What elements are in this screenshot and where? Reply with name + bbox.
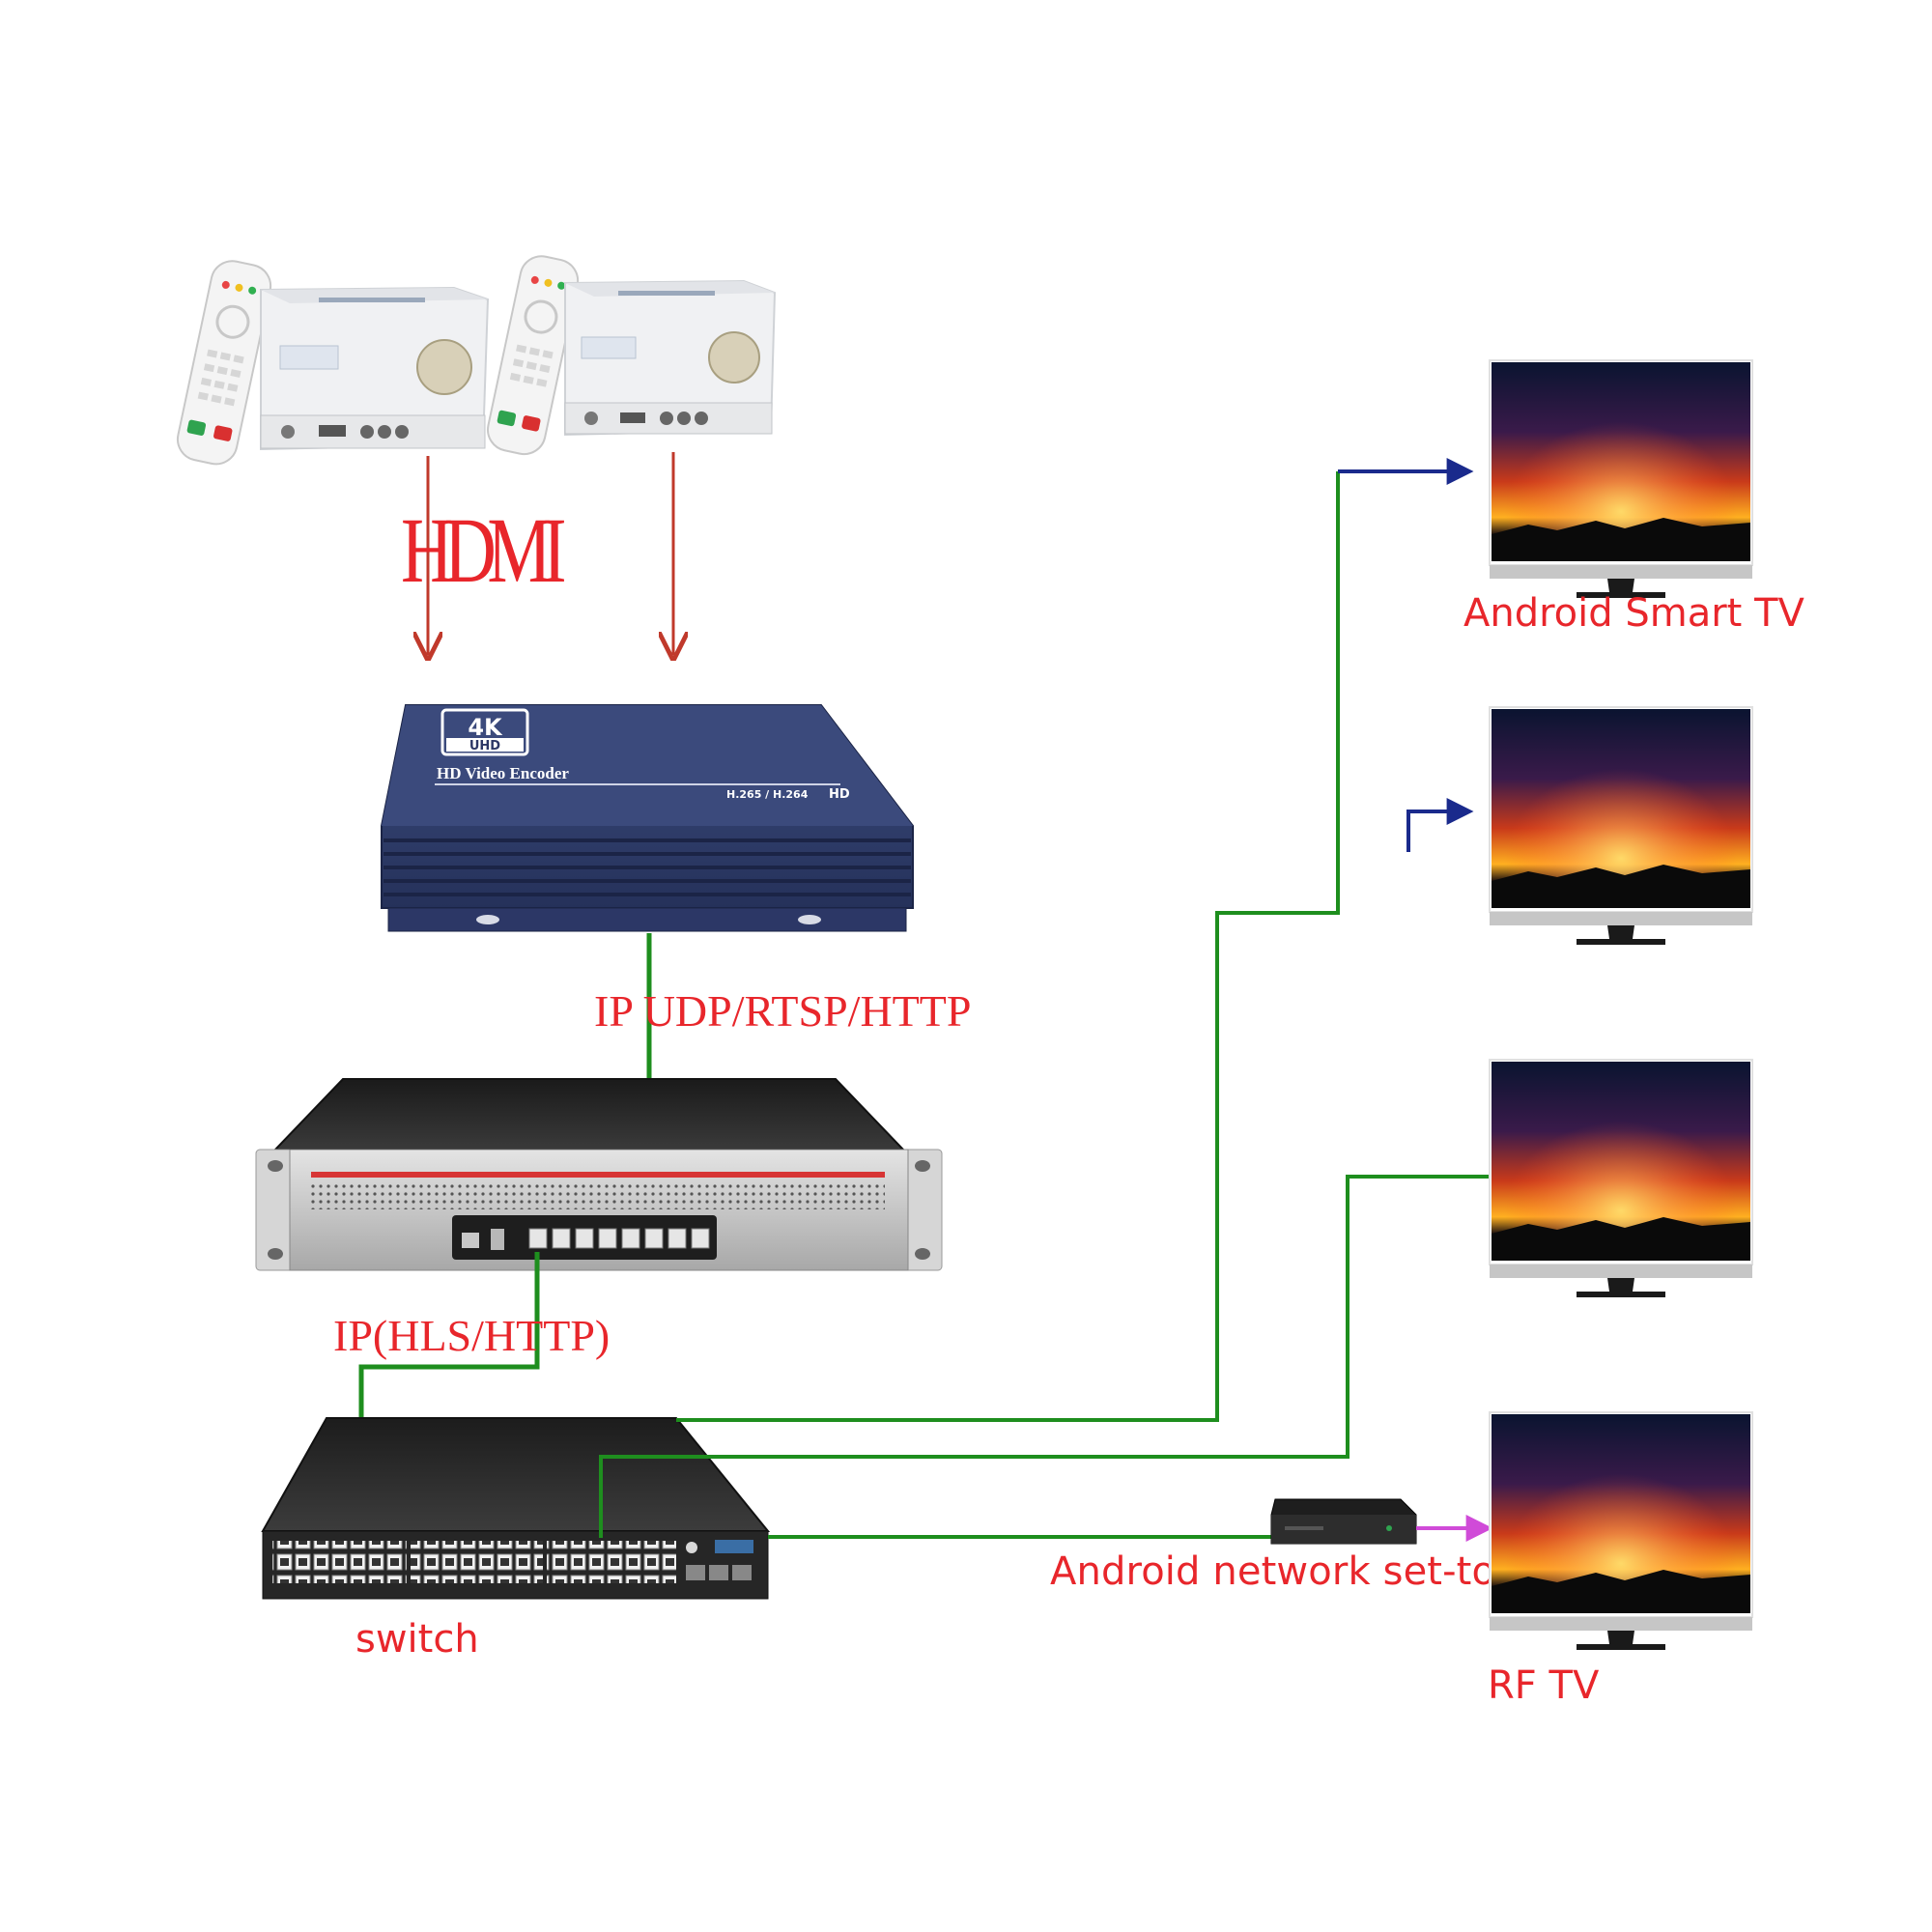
tv-rf <box>1489 1411 1753 1650</box>
android-tv-2-arrow <box>1406 798 1474 852</box>
switch-label: switch <box>355 1617 479 1662</box>
encoder-title: HD Video Encoder <box>437 764 569 782</box>
tv-android-smart-1 <box>1489 359 1753 598</box>
android-set-top-box <box>1270 1498 1417 1545</box>
hdmi-label: HDMI <box>401 498 567 602</box>
badge-uhd: UHD <box>469 739 500 753</box>
4k-uhd-badge <box>440 708 529 756</box>
set-top-box-1 <box>176 260 490 466</box>
encoder-codecs: H.265 / H.264 <box>726 788 809 801</box>
network-switch <box>261 1417 771 1600</box>
switch-to-tv-3-link <box>599 1175 1490 1538</box>
tv-android-smart-2 <box>1489 706 1753 945</box>
set-top-box-2 <box>486 255 777 456</box>
tv-3 <box>1489 1059 1753 1297</box>
server-output-label: IP(HLS/HTTP) <box>333 1311 610 1360</box>
remote-control-icon <box>486 255 580 456</box>
hd-video-encoder: 4K UHD HD Video Encoder H.265 / H.264 HD <box>381 704 914 932</box>
android-tv-label: Android Smart TV <box>1463 591 1805 636</box>
encoder-output-label: IP UDP/RTSP/HTTP <box>594 986 971 1036</box>
rf-tv-label: RF TV <box>1488 1663 1600 1708</box>
encoder-hd-mark: HD <box>829 787 850 802</box>
remote-control-icon <box>176 260 272 466</box>
rack-server <box>255 1078 943 1271</box>
switch-to-android-tv-link <box>676 471 1340 1422</box>
badge-4k: 4K <box>468 714 503 741</box>
